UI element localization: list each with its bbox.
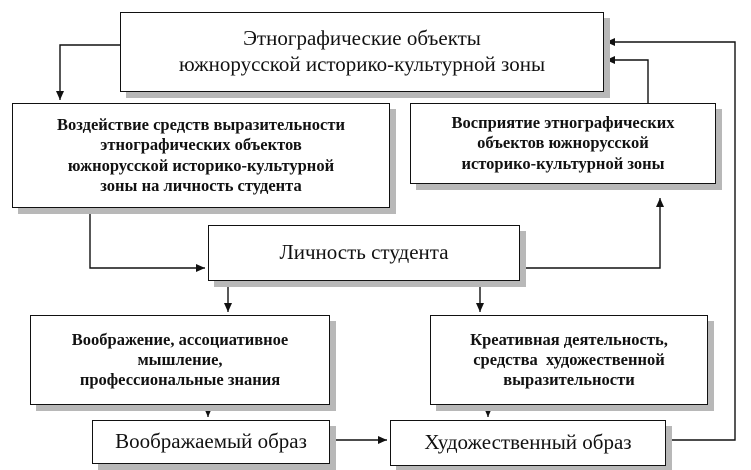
ethnographic-objects-line-2: южнорусской историко-культурной зоны xyxy=(178,52,546,76)
creative-line-1: Креативная деятельность, xyxy=(470,329,668,349)
perception-line-2: объектов южнорусской xyxy=(477,133,649,153)
imagined-image-box: Воображаемый образ xyxy=(92,420,330,464)
influence-line-1: Воздействие средств выразительности xyxy=(57,115,345,135)
influence-line-3: южнорусской историко-культурной xyxy=(67,155,335,175)
influence-line-2: этнографических объектов xyxy=(100,135,302,155)
influence-line-4: зоны на личность студента xyxy=(100,175,302,195)
creative-line-3: выразительности xyxy=(503,370,635,390)
imagined-image-label: Воображаемый образ xyxy=(115,429,307,454)
perception-line-3: историко-культурной зоны xyxy=(461,153,665,173)
imagination-line-2: мышление, xyxy=(137,349,223,369)
arrow-top-to-influence xyxy=(56,44,120,100)
arrow-artistic-to-top xyxy=(606,38,736,441)
imagination-box: Воображение, ассоциативное мышление, про… xyxy=(30,315,330,405)
imagination-line-3: профессиональные знания xyxy=(79,370,281,390)
creative-line-2: средства художественной xyxy=(473,349,665,369)
perception-line-1: Восприятие этнографических xyxy=(451,113,675,133)
ethnographic-objects-line-1: Этнографические объекты xyxy=(243,26,481,51)
influence-box: Воздействие средств выразительности этно… xyxy=(12,103,390,208)
student-personality-label: Личность студента xyxy=(279,240,449,265)
imagination-line-1: Воображение, ассоциативное xyxy=(71,329,289,349)
student-personality-box: Личность студента xyxy=(208,225,520,281)
arrow-perception-to-top xyxy=(606,56,649,103)
arrow-person-to-perception xyxy=(520,198,664,269)
artistic-image-label: Художественный образ xyxy=(424,430,632,455)
arrow-influence-to-person xyxy=(89,208,205,272)
artistic-image-box: Художественный образ xyxy=(390,420,666,466)
perception-box: Восприятие этнографических объектов южно… xyxy=(410,103,716,184)
ethnographic-objects-box: Этнографические объекты южнорусской исто… xyxy=(120,12,604,92)
creative-activity-box: Креативная деятельность, средства художе… xyxy=(430,315,708,405)
